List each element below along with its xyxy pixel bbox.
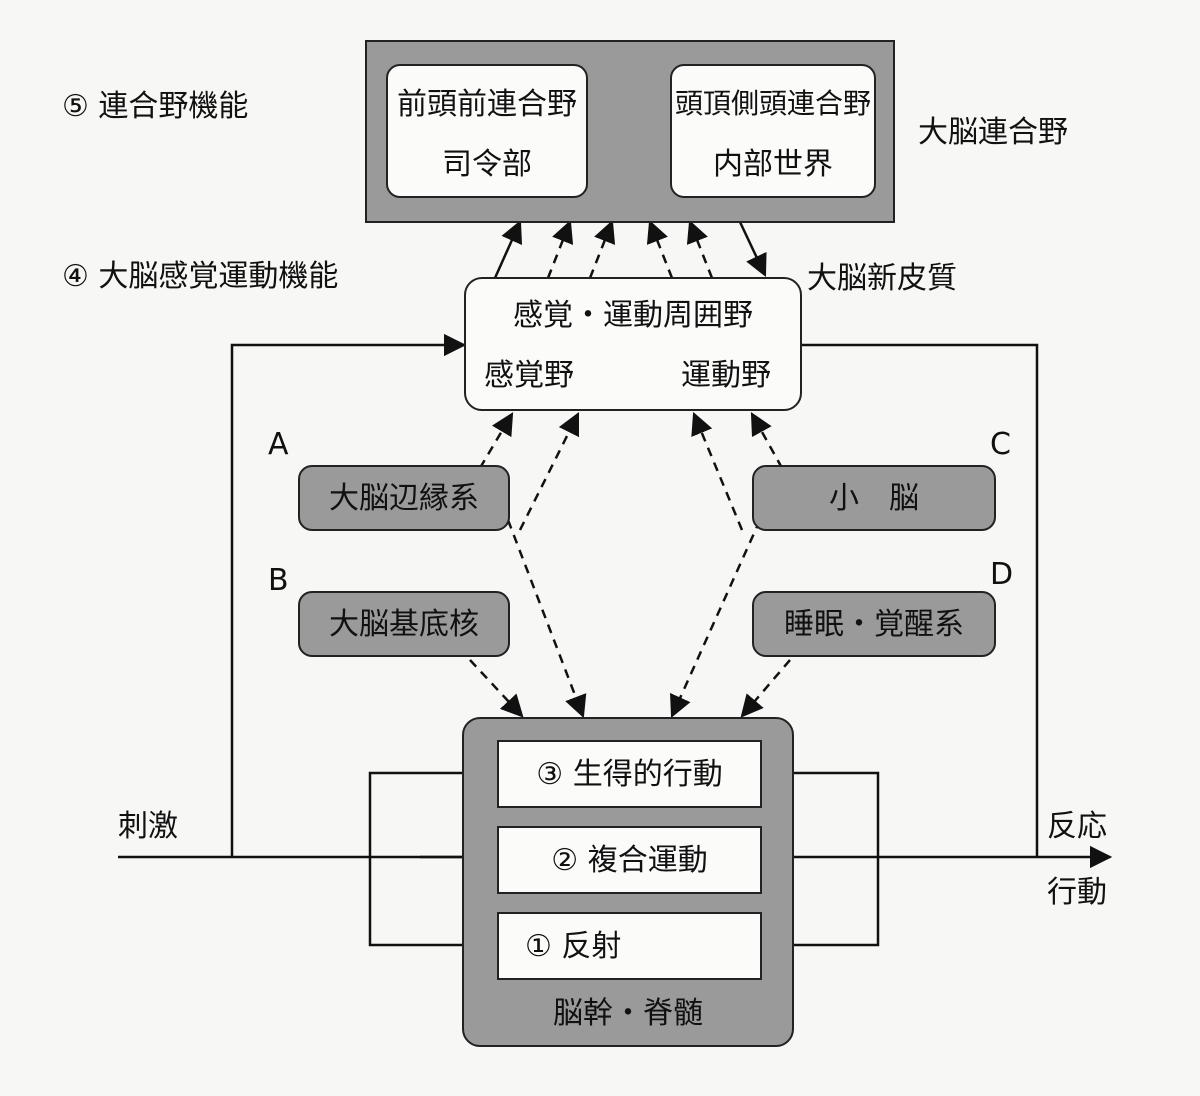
neocortex-region-label: 大脳新皮質 — [807, 261, 957, 296]
complex-movement-label: ② 複合運動 — [551, 843, 708, 878]
letter-b: B — [268, 563, 289, 598]
level5-label: ⑤ 連合野機能 — [62, 89, 249, 124]
basal-ganglia-label: 大脳基底核 — [329, 607, 479, 642]
association-to-cortex-solid — [738, 221, 767, 278]
reflex-box: ① 反射 — [497, 912, 762, 980]
motor-area-label: 運動野 — [681, 358, 771, 393]
basal-to-brainstem-dashed — [469, 659, 524, 718]
cerebellum-to-brainstem-dashed — [670, 519, 762, 719]
stimulus-label: 刺激 — [118, 809, 178, 844]
brainstem-label: 脳幹・脊髄 — [553, 996, 703, 1031]
cortex-to-response-line — [800, 343, 1039, 857]
cortex-up-dashed-4 — [686, 219, 714, 279]
command-center-label: 司令部 — [442, 147, 532, 182]
prefrontal-label: 前頭前連合野 — [397, 87, 577, 122]
sensory-motor-title: 感覚・運動周囲野 — [513, 298, 753, 333]
stimulus-to-cortex-line — [230, 333, 467, 857]
reflex-to-response-line — [762, 857, 880, 947]
cortex-up-dashed-1 — [546, 219, 574, 279]
innate-to-response-line — [762, 771, 880, 857]
cerebellum-label: 小 脳 — [829, 481, 919, 516]
internal-world-label: 内部世界 — [713, 147, 833, 182]
sensory-motor-area-box: 感覚・運動周囲野 感覚野 運動野 — [464, 277, 802, 411]
cerebellum-to-cortex-dashed — [750, 412, 784, 469]
limbic-system-label: 大脳辺縁系 — [329, 481, 479, 516]
cortex-to-prefrontal-solid — [493, 219, 523, 279]
complex-movement-box: ② 複合運動 — [497, 826, 762, 894]
sensory-area-label: 感覚野 — [484, 358, 574, 393]
brainstem-to-motor-dashed — [691, 411, 744, 531]
behavior-label: 行動 — [1047, 875, 1107, 910]
prefrontal-box: 前頭前連合野 司令部 — [386, 64, 588, 198]
parietotemporal-label: 頭頂側頭連合野 — [674, 87, 871, 120]
response-label: 反応 — [1047, 809, 1107, 844]
innate-behavior-box: ③ 生得的行動 — [497, 740, 762, 808]
brainstem-to-sensory-dashed — [518, 411, 580, 531]
cortex-up-dashed-2 — [588, 219, 616, 279]
letter-c: C — [990, 427, 1011, 462]
letter-a: A — [268, 427, 289, 462]
basal-ganglia-box: 大脳基底核 — [298, 591, 510, 657]
parietotemporal-box: 頭頂側頭連合野 内部世界 — [670, 64, 876, 198]
cortex-up-dashed-3 — [646, 219, 674, 279]
reflex-label: ① 反射 — [525, 929, 622, 964]
sleep-to-brainstem-dashed — [740, 659, 791, 718]
limbic-to-brainstem-dashed — [506, 519, 587, 719]
cerebellum-box: 小 脳 — [752, 465, 996, 531]
level4-label: ④ 大脳感覚運動機能 — [62, 259, 339, 294]
sleep-wake-box: 睡眠・覚醒系 — [752, 591, 996, 657]
sleep-wake-label: 睡眠・覚醒系 — [784, 607, 964, 642]
limbic-to-cortex-dashed — [478, 412, 514, 469]
letter-d: D — [990, 557, 1014, 592]
limbic-system-box: 大脳辺縁系 — [298, 465, 510, 531]
stimulus-to-reflex-line — [368, 857, 499, 957]
stimulus-to-innate-line — [368, 761, 499, 857]
association-region-label: 大脳連合野 — [918, 115, 1068, 150]
innate-behavior-label: ③ 生得的行動 — [536, 757, 723, 792]
